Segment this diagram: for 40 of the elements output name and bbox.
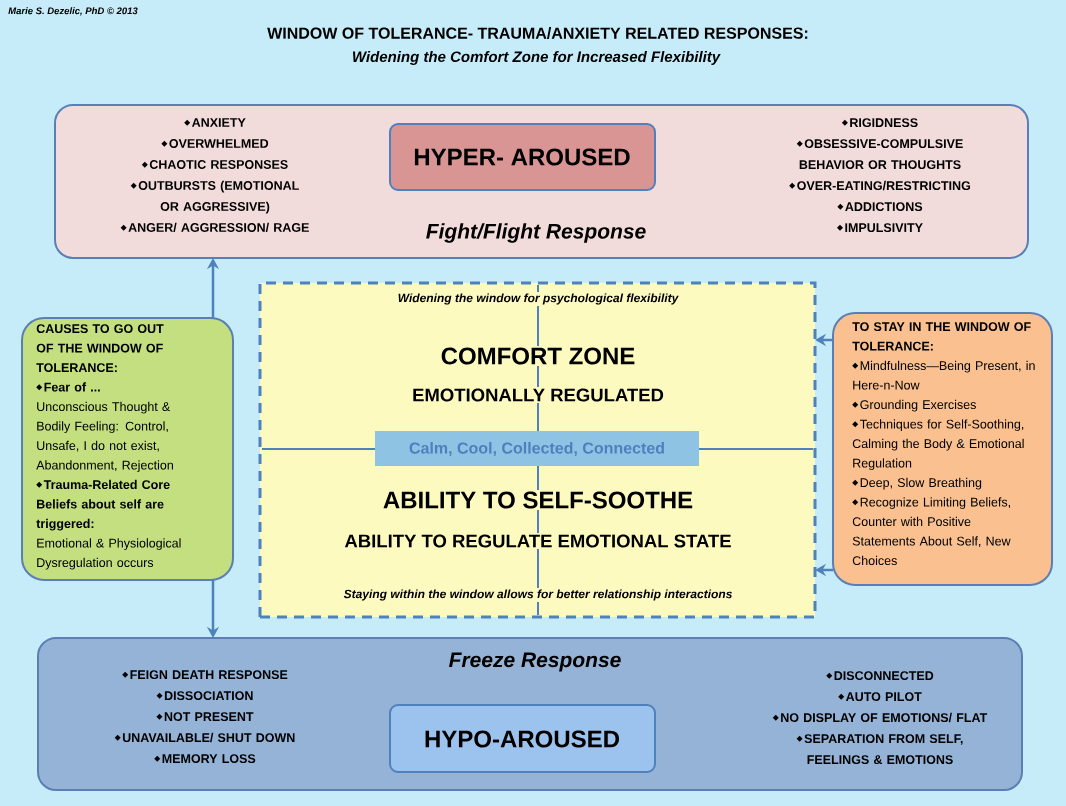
list-item: ANXIETY (184, 118, 246, 127)
list-item: OVER-EATING/RESTRICTING (789, 180, 971, 191)
bullet-item: Deep, Slow Breathing (852, 477, 982, 490)
bullet-item: Trauma-Related Core Beliefs about self are triggered: (36, 479, 170, 531)
list-item: OUTBURSTS (EMOTIONAL OR AGGRESSIVE) (130, 180, 299, 214)
list-item: IMPULSIVITY (837, 223, 923, 233)
subtitle: Widening the Comfort Zone for Increased Flexibility (353, 51, 721, 65)
list-item: CHAOTIC RESPONSES (141, 160, 288, 169)
heading: ABILITY TO SELF-SOOTHE (381, 490, 695, 510)
list-item: DISSOCIATION (156, 691, 253, 701)
state-box: HYPER- AROUSED (389, 123, 656, 191)
list-item: DISCONNECTED (826, 671, 934, 681)
bullet-item: Mindfulness—Being Present, in Here-n-Now (852, 360, 1035, 390)
list-item: FEIGN DEATH RESPONSE (122, 670, 288, 680)
list-item: SEPARATION FROM SELF, FEELINGS & EMOTIONS (796, 734, 963, 765)
list-item: NO DISPLAY OF EMOTIONS/ FLAT (772, 712, 988, 723)
list-item: OBSESSIVE-COMPULSIVE BEHAVIOR OR THOUGHTS (796, 139, 963, 170)
box-heading: TO STAY IN THE WINDOW OF TOLERANCE: (852, 322, 1031, 351)
list-item: UNAVAILABLE/ SHUT DOWN (114, 732, 295, 743)
list-item: OVERWHELMED (161, 139, 269, 148)
list-item: AUTO PILOT (838, 692, 922, 702)
list-item: ADDICTIONS (837, 202, 923, 212)
heading: COMFORT ZONE (439, 346, 637, 366)
text-line: Unconscious Thought & Bodily Feeling: Control, Unsafe, I do not exist, Abandonment, Rejection (36, 401, 173, 472)
panel-heading: Freeze Response (447, 651, 623, 673)
list-item: MEMORY LOSS (154, 754, 256, 764)
author-credit: Marie S. Dezelic, PhD © 2013 (8, 7, 138, 16)
box-heading: CAUSES TO GO OUT OF THE WINDOW OF TOLERANCE: (36, 324, 164, 373)
bullet-item: Techniques for Self-Soothing, Calming the Body & Emotional Regulation (852, 419, 1024, 470)
panel-heading: Fight/Flight Response (424, 221, 648, 245)
bullet-item: Fear of ... (36, 382, 100, 392)
list-item: RIGIDNESS (841, 118, 918, 128)
bullet-item: Grounding Exercises (852, 399, 976, 412)
title: WINDOW OF TOLERANCE- TRAUMA/ANXIETY RELATED RESPONSES: (267, 27, 808, 39)
state-box: HYPO-AROUSED (389, 704, 656, 773)
bullet-item: Recognize Limiting Beliefs, Counter with Positive Statements About Self, New Choices (852, 497, 1011, 566)
highlight-band: Calm, Cool, Collected, Connected (375, 431, 699, 466)
list-item: NOT PRESENT (156, 712, 254, 722)
list-item: ANGER/ AGGRESSION/ RAGE (120, 222, 309, 233)
text-line: Emotional & Physiological Dysregulation occurs (37, 538, 181, 570)
